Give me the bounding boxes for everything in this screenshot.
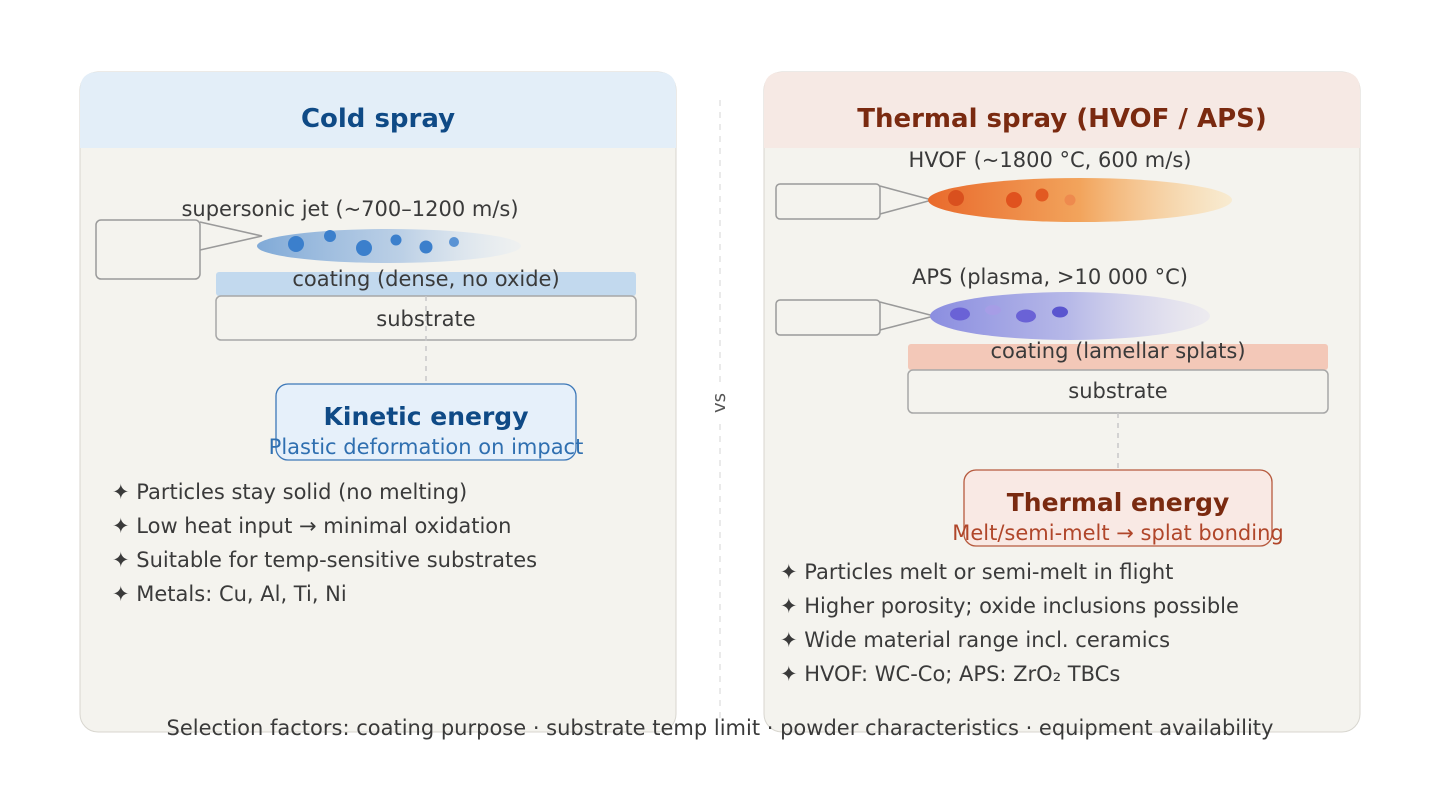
thermal-panel-header: [764, 72, 1360, 148]
vs-label: vs: [709, 393, 730, 413]
cold-spray-panel: Cold spray supersonic jet (~700–1200 m/s…: [79, 71, 677, 733]
thermal-bullet: ✦ Particles melt or semi-melt in flight: [780, 560, 1173, 584]
thermal-energy-subtitle: Melt/semi-melt → splat bonding: [952, 521, 1283, 545]
particle: [1035, 188, 1049, 202]
thermal-energy-title: Thermal energy: [1007, 488, 1230, 517]
cold-coating-label: coating (dense, no oxide): [292, 267, 559, 291]
particle: [324, 230, 336, 242]
kinetic-energy-subtitle: Plastic deformation on impact: [269, 435, 584, 459]
aps-label: APS (plasma, >10 000 °C): [912, 265, 1188, 289]
thermal-bullet: ✦ Wide material range incl. ceramics: [780, 628, 1170, 652]
particle: [985, 305, 1001, 315]
particle: [1016, 309, 1036, 323]
particle: [950, 307, 970, 321]
thermal-panel-title: Thermal spray (HVOF / APS): [857, 104, 1267, 134]
aps-gun: [775, 299, 881, 336]
particle: [1006, 192, 1022, 208]
cold-bullet: ✦ Metals: Cu, Al, Ti, Ni: [112, 582, 347, 606]
kinetic-energy-title: Kinetic energy: [324, 402, 529, 431]
aps-particles: [950, 305, 1068, 323]
particle: [948, 190, 964, 206]
cold-jet-particles: [288, 230, 459, 256]
particle: [419, 240, 433, 254]
particle: [1064, 194, 1076, 206]
thermal-energy-box: [963, 469, 1273, 547]
cold-bullet: ✦ Particles stay solid (no melting): [112, 480, 467, 504]
hvof-particles: [948, 188, 1076, 208]
thermal-spray-panel: Thermal spray (HVOF / APS) HVOF (~1800 °…: [763, 71, 1361, 733]
hvof-label: HVOF (~1800 °C, 600 m/s): [909, 148, 1192, 172]
hvof-gun: [775, 183, 881, 220]
selection-factors-footer: Selection factors: coating purpose · sub…: [167, 716, 1274, 740]
thermal-coating-layer: [908, 344, 1328, 370]
thermal-bullet: ✦ Higher porosity; oxide inclusions poss…: [780, 594, 1239, 618]
thermal-bullet: ✦ HVOF: WC-Co; APS: ZrO₂ TBCs: [780, 662, 1120, 686]
thermal-coating-label: coating (lamellar splats): [990, 339, 1245, 363]
cold-spray-nozzle: [199, 221, 263, 251]
particle: [356, 240, 372, 256]
cold-panel-title: Cold spray: [301, 104, 455, 134]
cold-bullet: ✦ Suitable for temp-sensitive substrates: [112, 548, 537, 572]
cold-panel-header: [80, 72, 676, 148]
cold-jet-label: supersonic jet (~700–1200 m/s): [181, 197, 518, 221]
particle: [1052, 306, 1068, 318]
particle: [288, 236, 304, 252]
hvof-jet-plume: [928, 178, 1232, 222]
thermal-substrate-label: substrate: [1068, 379, 1167, 403]
aps-jet-plume: [930, 292, 1210, 340]
cold-coating-layer: [216, 272, 636, 296]
particle: [449, 237, 459, 247]
particle: [390, 234, 402, 246]
kinetic-energy-box: [275, 383, 577, 461]
cold-bullet: ✦ Low heat input → minimal oxidation: [112, 514, 511, 538]
vs-label-bg: [706, 386, 734, 420]
